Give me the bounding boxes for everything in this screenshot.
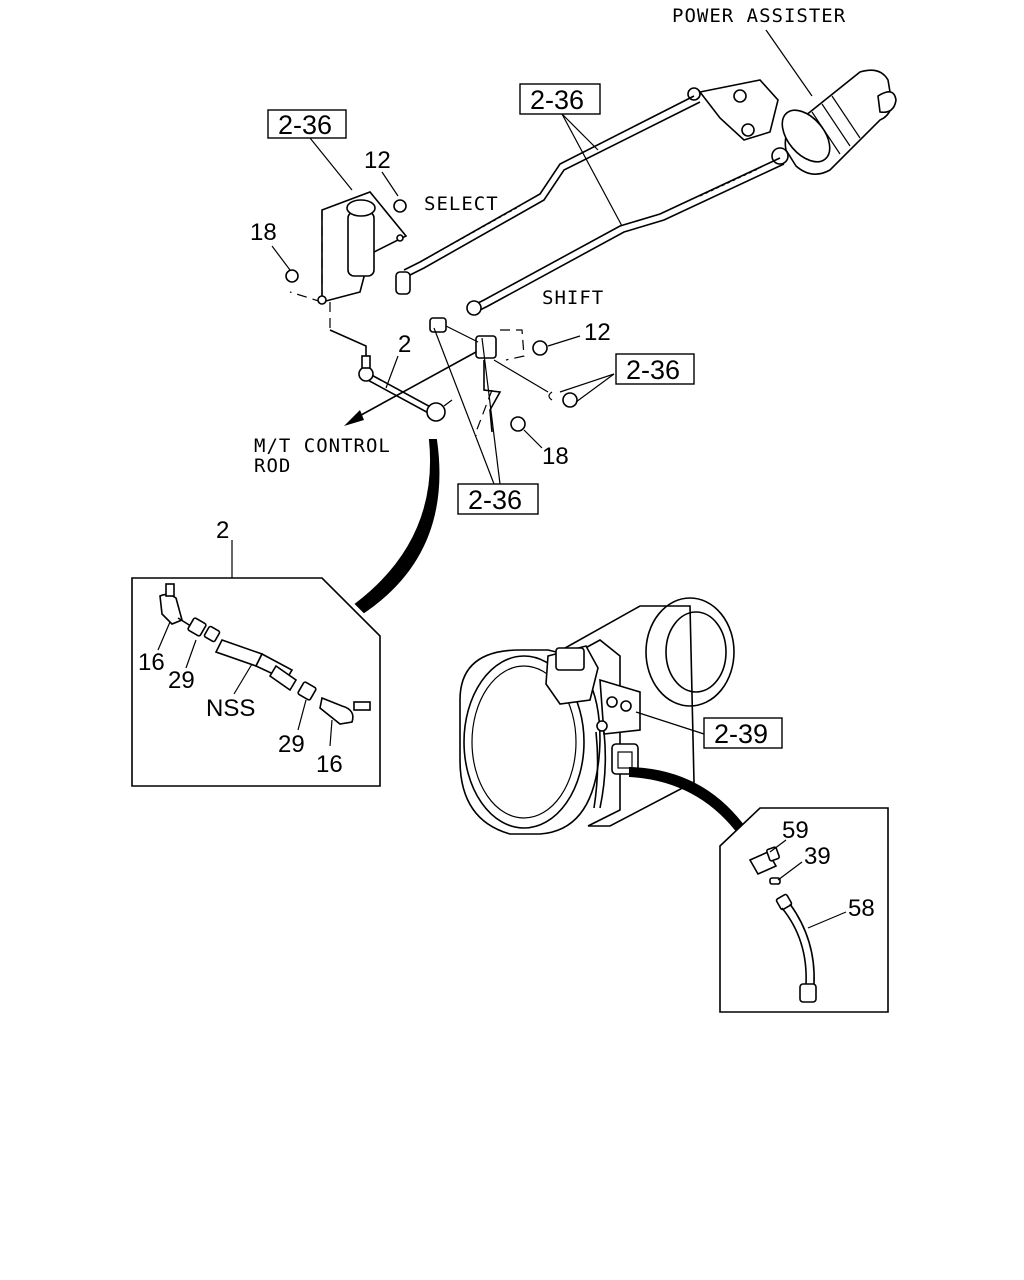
callout-18-left-leader <box>271 245 291 271</box>
callout-58: 58 <box>848 895 875 922</box>
nss-leader <box>233 663 253 695</box>
select-cable <box>403 95 701 277</box>
power-assister-cylinder <box>687 69 897 175</box>
callout-29-right-leader <box>297 699 307 731</box>
power-assister-label: POWER ASSISTER <box>672 5 846 27</box>
callout-29-left: 29 <box>168 667 195 694</box>
nss-label: NSS <box>206 695 255 722</box>
ref-right-leader-b <box>575 373 615 403</box>
mt-control-rod-label-line1: M/T CONTROL <box>254 435 391 457</box>
callout-59-leader <box>769 839 787 853</box>
callout-12-top-leader <box>381 171 399 197</box>
shift-label: SHIFT <box>542 287 604 309</box>
detail-link-arrow <box>354 439 440 614</box>
power-assister-leader <box>765 29 813 97</box>
callout-39: 39 <box>804 843 831 870</box>
callout-39-leader <box>777 861 803 881</box>
fitting-detail-panel <box>719 807 889 1013</box>
callout-12-right: 12 <box>584 319 611 346</box>
callout-16-left-leader <box>157 621 171 651</box>
ref-top-center-leader-b <box>561 113 623 227</box>
callout-58-leader <box>807 911 847 929</box>
callout-29-left-leader <box>185 639 197 669</box>
mt-control-rod-arrow <box>351 351 477 421</box>
ref-right: 2-36 <box>626 355 680 385</box>
ref-bottom-center: 2-36 <box>468 485 522 515</box>
callout-59: 59 <box>782 817 809 844</box>
callout-12-top: 12 <box>364 147 391 174</box>
ref-right-leader-a <box>559 373 615 393</box>
ref-top-left-leader <box>309 137 353 191</box>
ref-top-left: 2-36 <box>278 110 332 140</box>
callout-29-right: 29 <box>278 731 305 758</box>
callout-16-right-leader <box>329 719 333 747</box>
ref-top-center-leader-a <box>561 113 599 151</box>
ref-top-center: 2-36 <box>530 85 584 115</box>
control-rod <box>358 355 453 422</box>
callout-18-right: 18 <box>542 443 569 470</box>
ref-bottom-center-leader-b <box>481 337 501 485</box>
callout-2-rod: 2 <box>398 331 411 358</box>
select-label: SELECT <box>424 193 499 215</box>
mt-control-rod-arrowhead <box>344 410 364 426</box>
shift-lever-assembly <box>429 300 578 436</box>
rod-detail-panel <box>131 540 381 787</box>
callout-12-right-leader <box>547 335 581 347</box>
ref-transmission: 2-39 <box>714 719 768 749</box>
callout-16-left: 16 <box>138 649 165 676</box>
select-bracket-assembly <box>285 191 411 358</box>
fitting-link-arrow <box>629 766 744 832</box>
callout-18-left: 18 <box>250 219 277 246</box>
transmission-housing <box>459 597 735 835</box>
callout-16-right: 16 <box>316 751 343 778</box>
ref-bottom-center-leader-a <box>433 327 495 485</box>
callout-18-right-leader <box>523 429 543 449</box>
callout-2-rod-leader <box>385 355 399 389</box>
callout-2-detail: 2 <box>216 517 229 544</box>
ref-transmission-leader <box>635 711 705 735</box>
shift-cable <box>471 157 785 313</box>
mt-control-rod-label-line2: ROD <box>254 455 291 477</box>
